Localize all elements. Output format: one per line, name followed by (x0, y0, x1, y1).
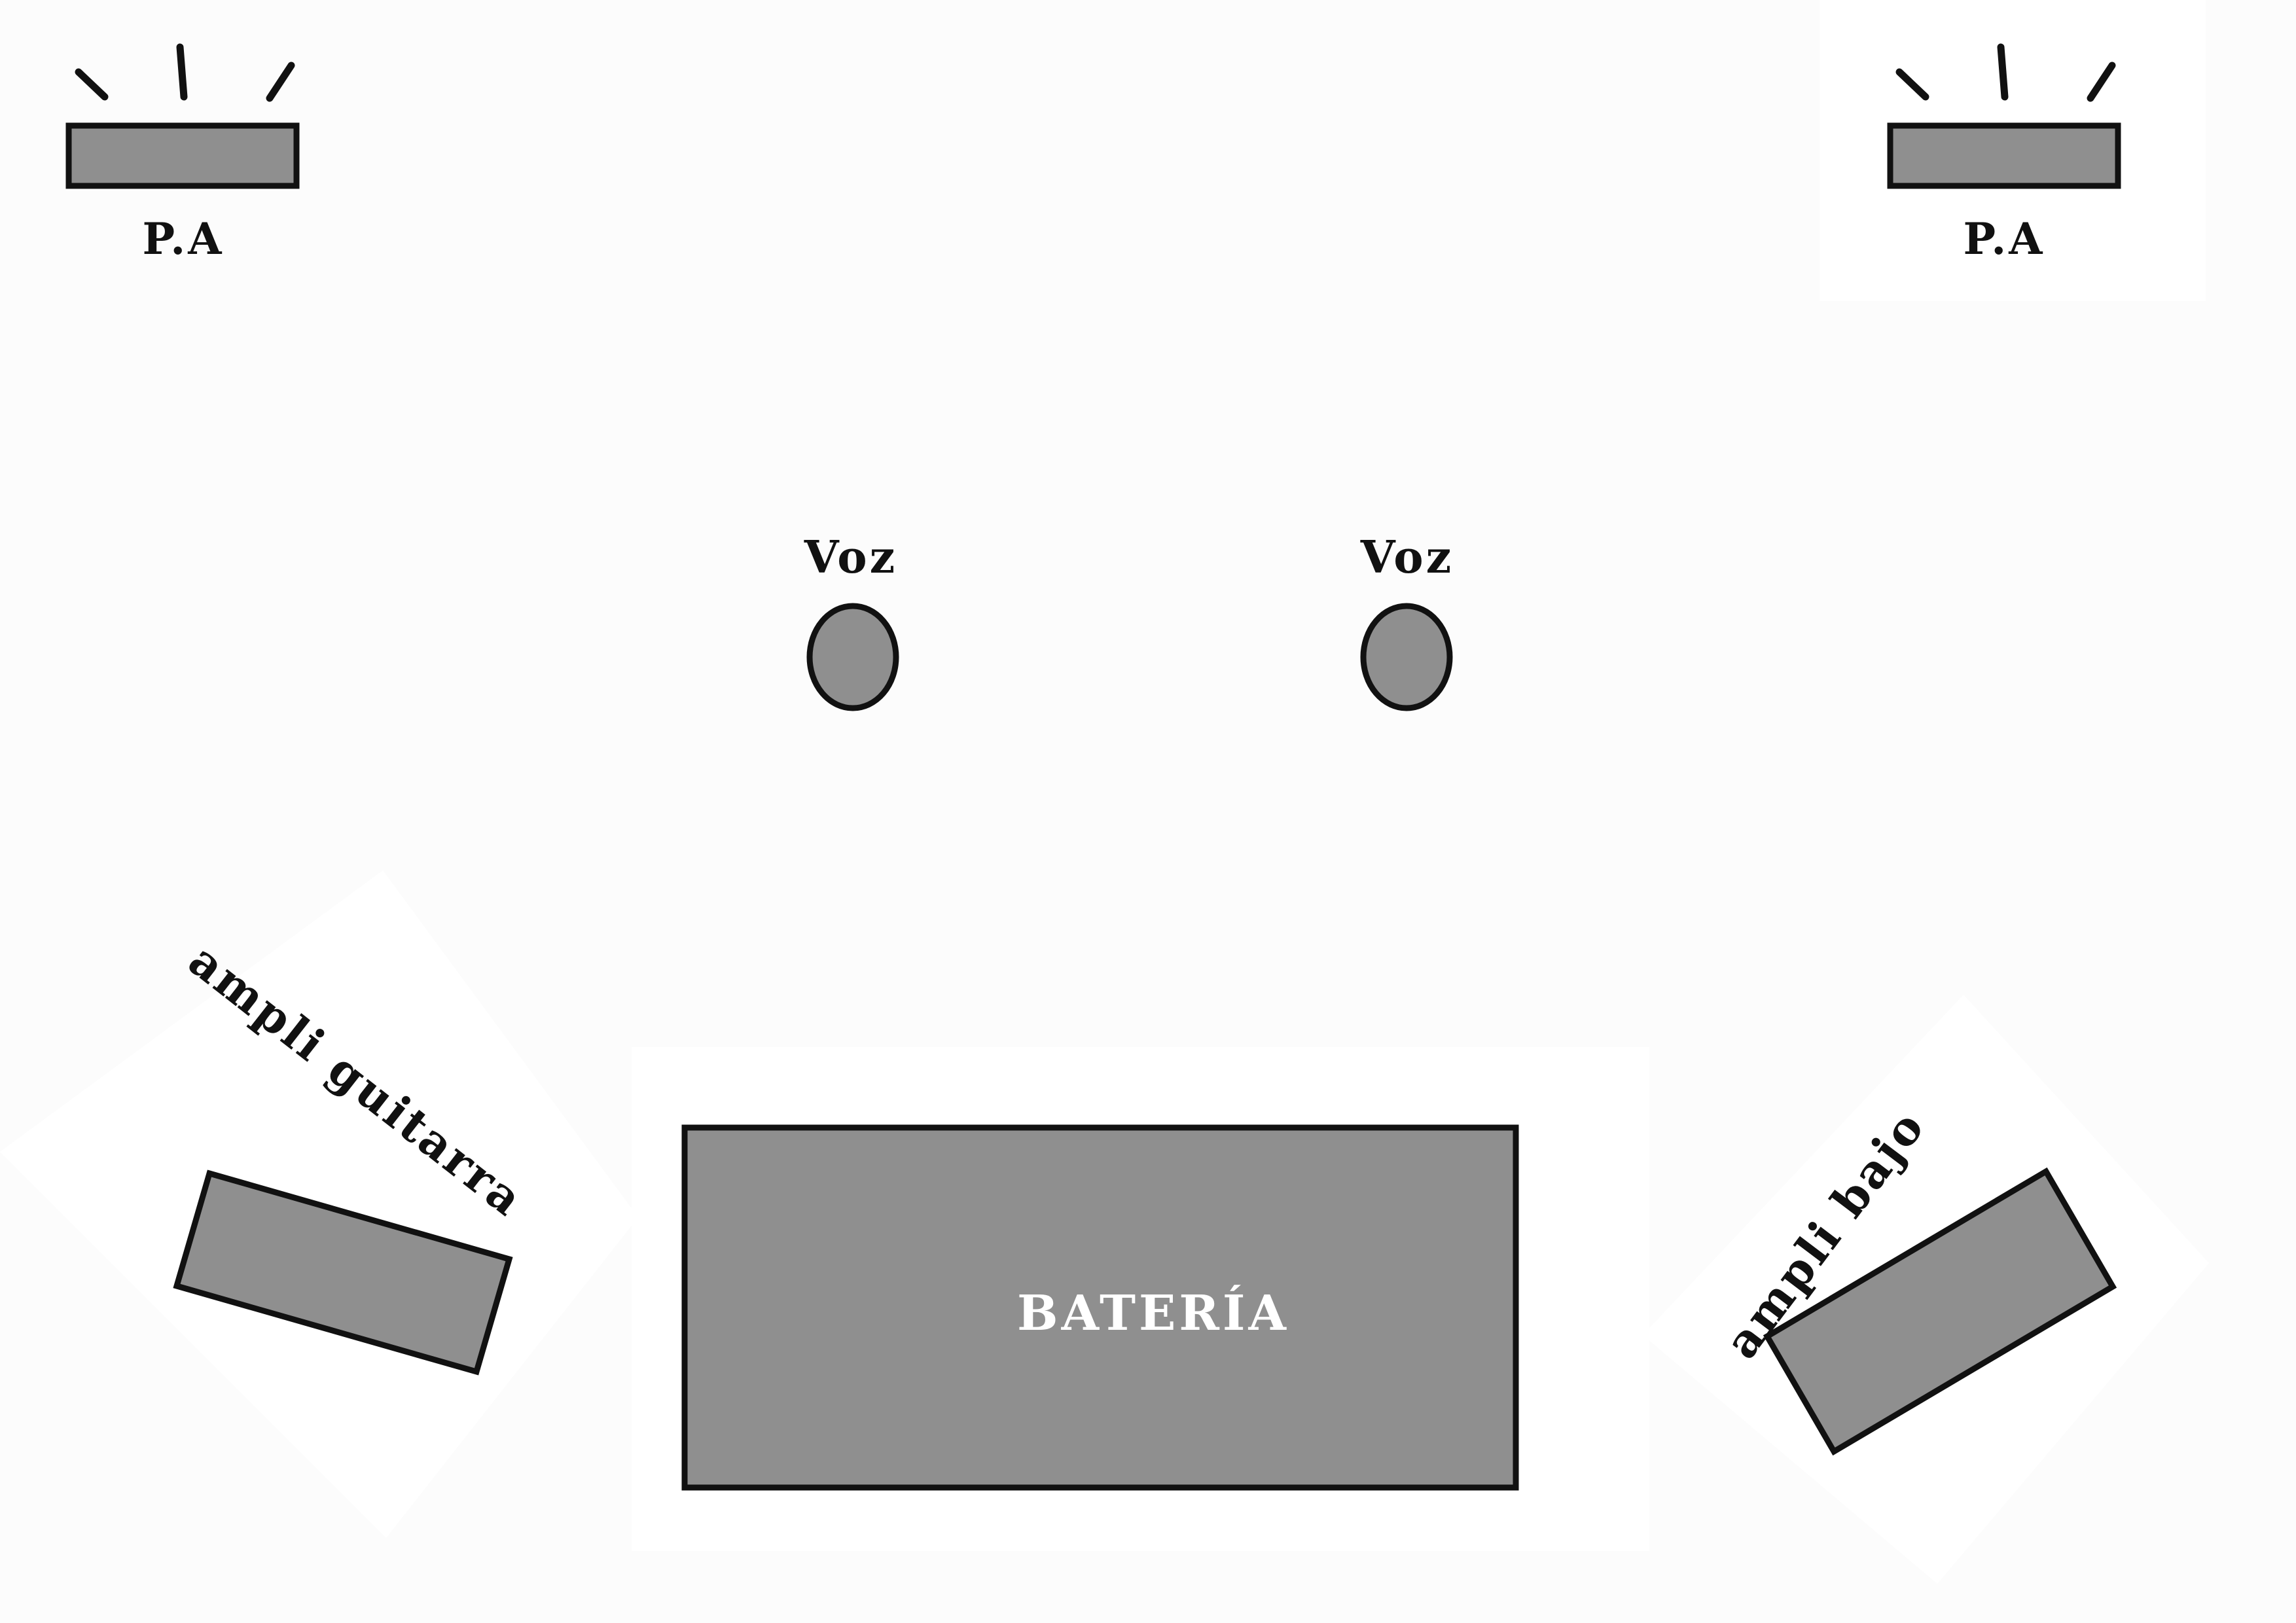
sound-ray-icon (266, 62, 295, 102)
sound-ray-icon (75, 68, 109, 101)
sound-ray-icon (1997, 43, 2009, 101)
drums-riser (681, 1124, 1519, 1491)
pa-right-label: P.A (1964, 213, 2045, 264)
vocal-right: Voz (1360, 531, 1454, 711)
pa-right-speaker (1887, 122, 2121, 189)
pa-left-label: P.A (143, 213, 224, 264)
vocal-right-label: Voz (1360, 531, 1454, 584)
sound-ray-icon (2087, 62, 2116, 102)
vocal-left: Voz (804, 531, 899, 711)
vocal-left-label: Voz (804, 531, 898, 584)
sound-ray-icon (176, 43, 188, 101)
pa-left: P.A (65, 43, 300, 264)
pa-right: P.A (1887, 43, 2121, 264)
vocal-left-mic-position (806, 603, 899, 711)
drums: BATERÍA (681, 1124, 1519, 1491)
pa-left-speaker (65, 122, 300, 189)
vocal-right-mic-position (1360, 603, 1453, 711)
drums-label: BATERÍA (1017, 1284, 1289, 1342)
guitar-amp-box (173, 1169, 513, 1376)
sound-ray-icon (1895, 68, 1929, 101)
bass-amp-box (1763, 1167, 2117, 1456)
